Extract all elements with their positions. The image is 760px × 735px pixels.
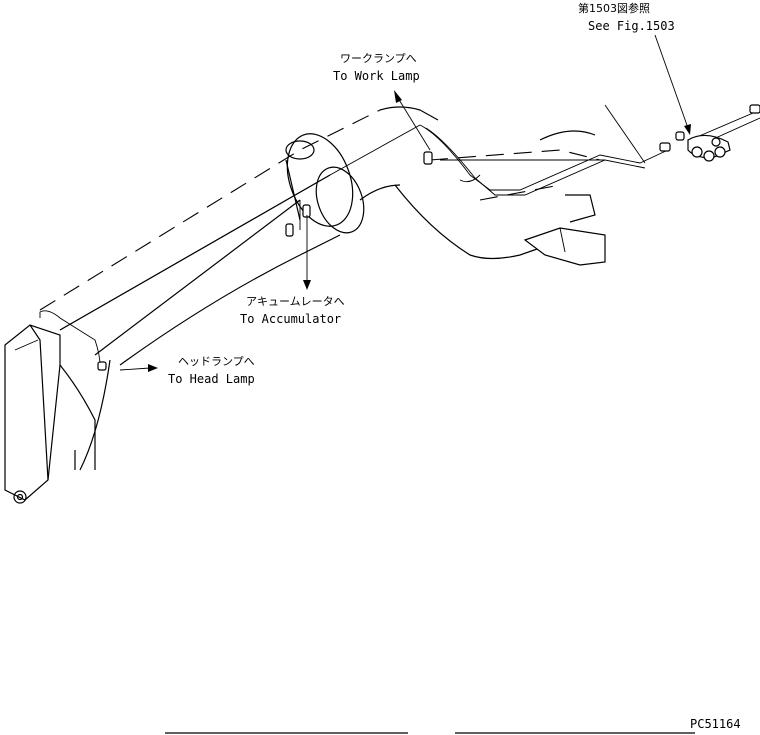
- leader-line-rear: [604, 104, 646, 164]
- part-code: PC51164: [690, 717, 741, 731]
- label-fig-ref-jp: 第1503図参照: [578, 1, 650, 15]
- connector-accumulator: [285, 204, 311, 237]
- arrow-work-lamp: [394, 90, 431, 151]
- arrow-fig-ref: [654, 34, 691, 135]
- boom-collar: [285, 133, 365, 234]
- connector-work-lamp: [423, 151, 433, 165]
- label-accumulator-jp: アキュームレータへ: [246, 295, 345, 308]
- connector-rear-cluster: [659, 104, 760, 162]
- boom-body: [39, 106, 606, 471]
- boom-front-box: [4, 324, 96, 504]
- arrow-accumulator: [303, 215, 311, 290]
- label-work-lamp-jp: ワークランプへ: [340, 52, 417, 65]
- arrow-head-lamp: [119, 364, 158, 372]
- wire-harness: [39, 109, 760, 366]
- label-accumulator-en: To Accumulator: [240, 312, 341, 326]
- label-fig-ref-en: See Fig.1503: [588, 19, 675, 33]
- label-head-lamp-en: To Head Lamp: [168, 372, 255, 386]
- connector-head-lamp: [97, 361, 107, 371]
- label-head-lamp-jp: ヘッドランプへ: [178, 355, 255, 368]
- label-work-lamp-en: To Work Lamp: [333, 69, 420, 83]
